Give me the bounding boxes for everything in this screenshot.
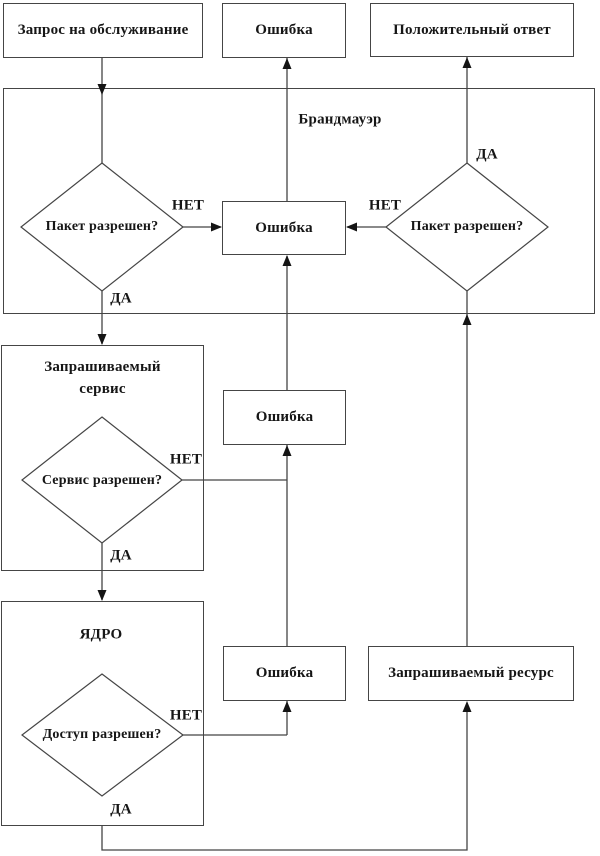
arrowheads — [97, 57, 472, 712]
box-error-bottom-label: Ошибка — [255, 665, 314, 681]
box-error-top: Ошибка — [222, 3, 346, 58]
arrowhead-into-resource — [462, 701, 472, 712]
line-kernel-yes-to-resource — [101, 703, 468, 851]
diamond-access-label: Доступ разрешен? — [42, 727, 162, 742]
arrowhead-into-mid-error — [282, 445, 292, 456]
box-service-request: Запрос на обслуживание — [3, 3, 203, 58]
diamond-access-allowed — [21, 673, 184, 797]
box-error-firewall-label: Ошибка — [255, 219, 313, 236]
no-label-service: НЕТ — [169, 451, 203, 468]
box-positive-response-label: Положительный ответ — [393, 21, 551, 38]
box-error-top-label: Ошибка — [255, 22, 313, 38]
no-label-packet-right: НЕТ — [368, 197, 402, 214]
arrowhead-resource-into-firewall — [462, 314, 472, 325]
diamond-packet-left-label: Пакет разрешен? — [45, 219, 159, 234]
box-requested-resource-label: Запрашиваемый ресурс — [388, 665, 554, 681]
arrowhead-into-service-frame — [97, 334, 107, 345]
box-error-middle-label: Ошибка — [255, 409, 314, 425]
arrowhead-no-right-into-error — [346, 222, 357, 232]
box-error-firewall: Ошибка — [222, 201, 346, 255]
arrowhead-into-firewall-error — [282, 255, 292, 266]
box-error-middle: Ошибка — [223, 390, 346, 445]
yes-label-service: ДА — [110, 547, 132, 564]
requested-service-title: Запрашиваемый сервис — [1, 356, 204, 400]
decision-diamonds — [20, 162, 549, 797]
arrowhead-into-positive-response — [462, 57, 472, 68]
yes-label-access: ДА — [110, 801, 132, 818]
no-label-packet-left: НЕТ — [171, 197, 205, 214]
diamond-service-label: Сервис разрешен? — [41, 473, 163, 488]
box-requested-resource: Запрашиваемый ресурс — [368, 646, 574, 701]
arrowhead-into-top-error — [282, 58, 292, 69]
box-service-request-label: Запрос на обслуживание — [17, 22, 189, 38]
firewall-title: Брандмауэр — [298, 111, 382, 128]
arrowhead-no-left-into-error — [211, 222, 222, 232]
diamond-packet-allowed-right — [385, 162, 549, 292]
arrowhead-into-firewall — [97, 84, 107, 95]
arrowhead-into-kernel-frame — [97, 590, 107, 601]
arrowhead-into-bottom-error — [282, 701, 292, 712]
diamond-packet-allowed-left — [20, 162, 184, 292]
box-positive-response: Положительный ответ — [370, 3, 574, 57]
requested-service-title-line2: сервис — [79, 381, 126, 397]
kernel-title: ЯДРО — [79, 626, 123, 643]
yes-label-packet-left: ДА — [110, 290, 132, 307]
no-label-access: НЕТ — [169, 707, 203, 724]
diamond-service-allowed — [21, 416, 183, 544]
requested-service-title-line1: Запрашиваемый — [44, 359, 161, 375]
diamond-packet-right-label: Пакет разрешен? — [410, 219, 524, 234]
firewall-frame — [3, 88, 595, 314]
yes-label-packet-right: ДА — [476, 146, 498, 163]
box-error-bottom: Ошибка — [223, 646, 346, 701]
